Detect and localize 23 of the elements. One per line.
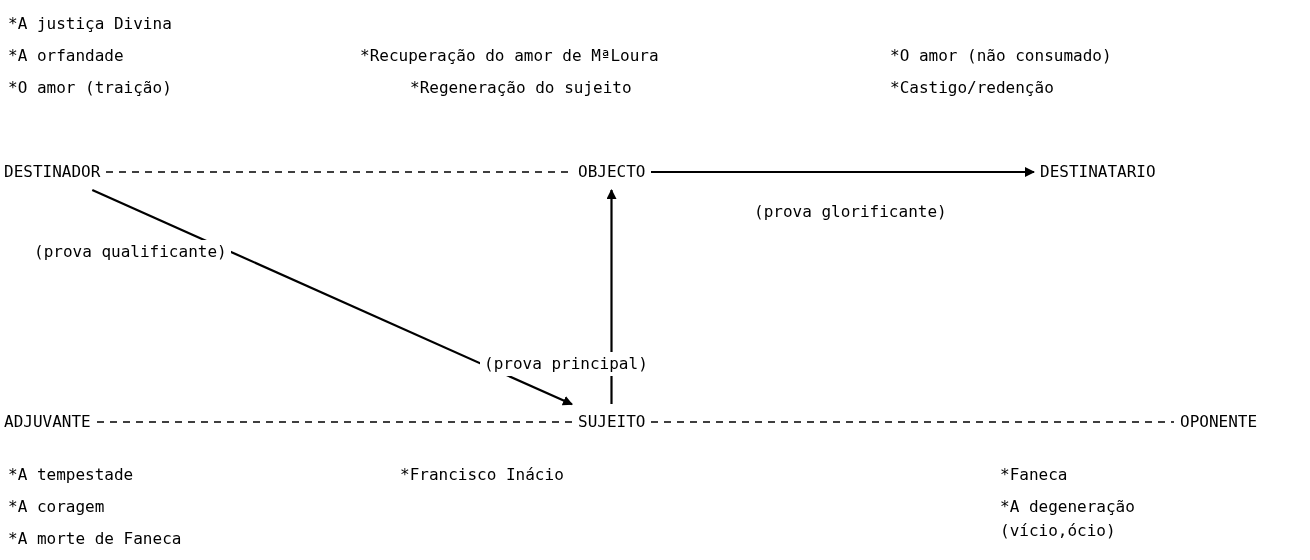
actant-label: OPONENTE (1180, 410, 1258, 434)
list-item: *A degeneração (vício,ócio) (1000, 496, 1136, 542)
list-item: *Recuperação do amor de MªLoura (360, 45, 659, 67)
list-item: *Regeneração do sujeito (410, 77, 632, 99)
list-item: *A coragem (8, 496, 105, 518)
list-item: *O amor (traição) (8, 77, 172, 99)
actant-label: DESTINATARIO (1040, 160, 1156, 184)
list-item: *A orfandade (8, 45, 124, 67)
actant-label: DESTINADOR (4, 160, 101, 184)
actant-label: ADJUVANTE (4, 410, 91, 434)
list-item: *Francisco Inácio (400, 464, 564, 486)
list-item: *Castigo/redenção (890, 77, 1054, 99)
arrow (91, 189, 573, 406)
actant-label: SUJEITO (578, 410, 646, 434)
list-item: *Faneca (1000, 464, 1068, 486)
list-item: *A justiça Divina (8, 13, 172, 35)
dashed-line (650, 421, 1175, 423)
list-item: *O amor (não consumado) (890, 45, 1112, 67)
arrow (651, 167, 1035, 177)
list-item: *A morte de Faneca (8, 528, 182, 550)
list-item: *A tempestade (8, 464, 134, 486)
dashed-line (96, 421, 573, 423)
actant-label: OBJECTO (578, 160, 646, 184)
